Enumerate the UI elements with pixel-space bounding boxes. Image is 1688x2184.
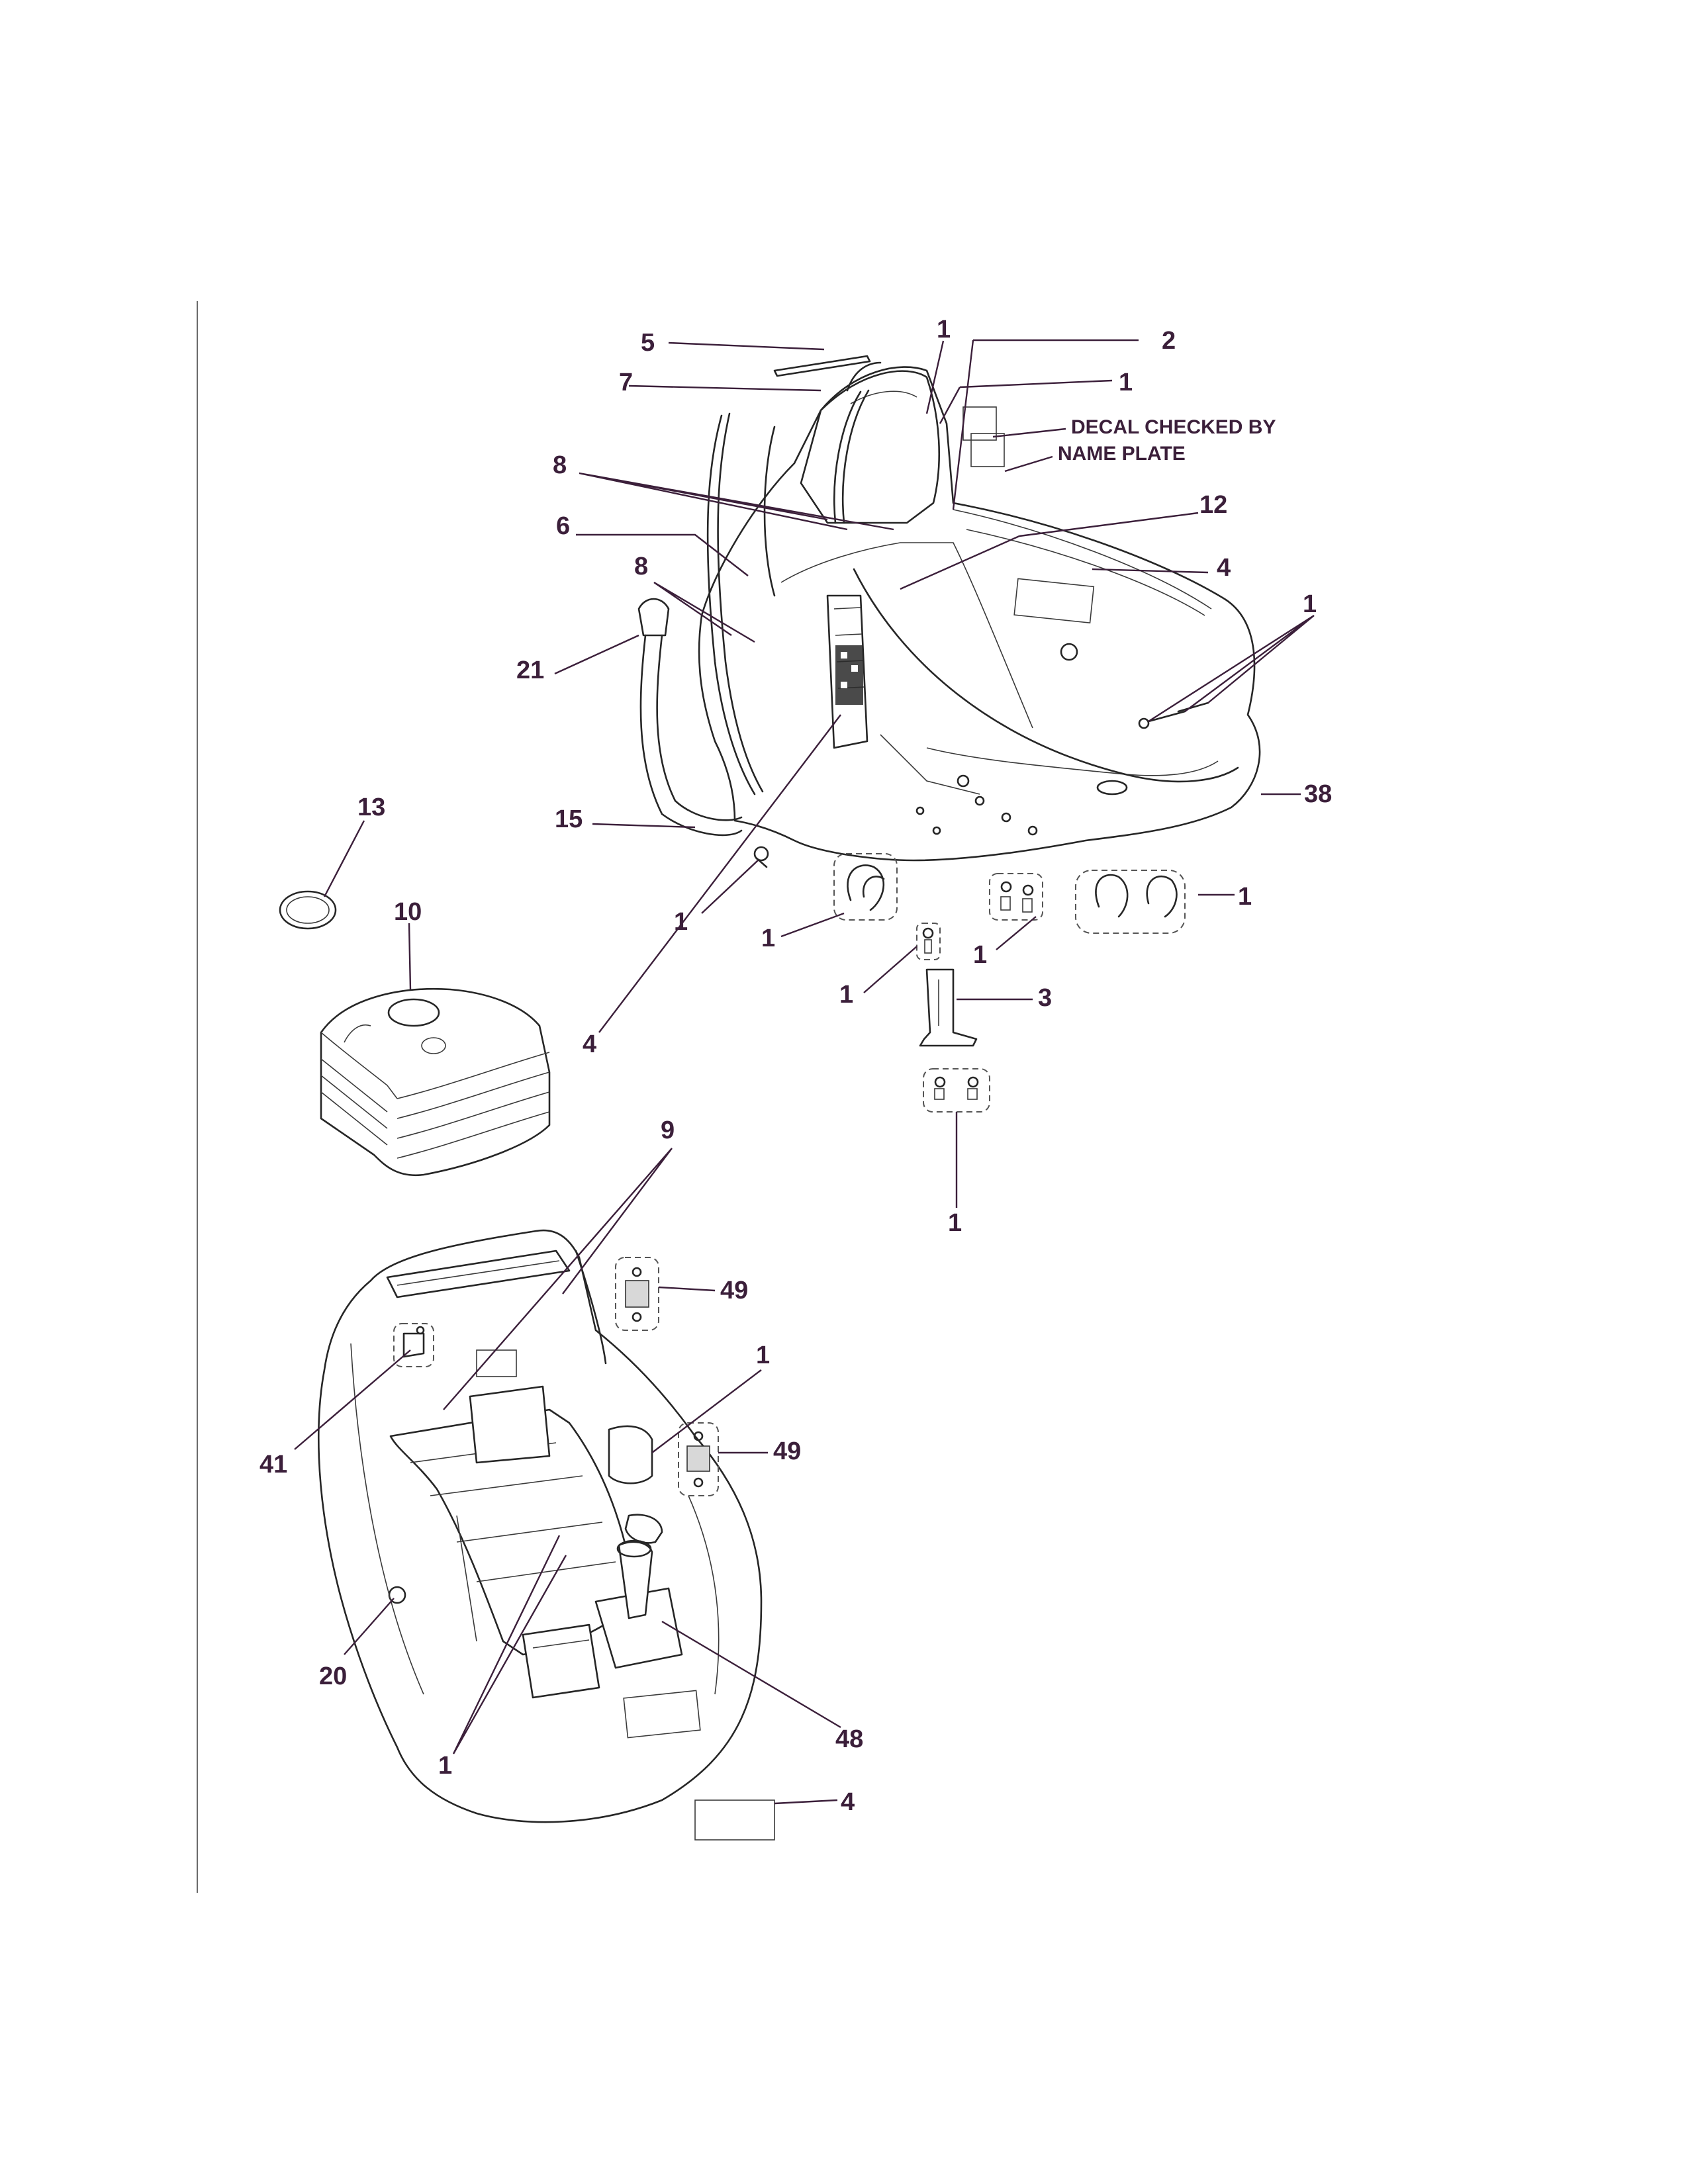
callout-49: 49 [773,1437,801,1465]
callout-9: 9 [661,1116,675,1144]
callout-2: 2 [1162,327,1176,355]
callout-1: 1 [839,981,853,1009]
callout-7: 7 [619,369,633,396]
callout-49: 49 [720,1277,748,1304]
callout-48: 48 [835,1725,863,1753]
note-decal-checked-by: DECAL CHECKED BY [1071,416,1276,438]
callout-38: 38 [1304,780,1332,808]
callout-8: 8 [634,553,648,580]
callout-4: 4 [583,1030,596,1058]
callout-1: 1 [1238,883,1252,911]
callout-15: 15 [555,805,583,833]
callout-12: 12 [1199,491,1227,519]
callout-21: 21 [516,657,544,684]
callout-13: 13 [357,794,385,821]
callout-1: 1 [948,1209,962,1237]
callout-1: 1 [674,908,688,936]
lower-body-housing [317,1229,775,1841]
callout-3: 3 [1038,984,1052,1012]
callout-1: 1 [761,925,775,952]
callout-10: 10 [394,898,422,926]
leader-lines [294,339,1315,1805]
callout-4: 4 [1217,554,1231,582]
callout-labels: 5 1 2 7 1 8 12 6 4 8 1 21 38 13 15 10 1 … [259,316,1332,1816]
gasket-ring [279,890,337,930]
callout-1: 1 [937,316,951,343]
upper-fender-assembly [637,355,1261,1113]
callout-1: 1 [1303,590,1317,618]
callout-1: 1 [438,1752,452,1780]
callout-8: 8 [553,451,567,479]
callout-6: 6 [556,512,570,540]
callout-4: 4 [841,1788,855,1816]
fuel-tank [320,988,551,1177]
callout-1: 1 [756,1342,770,1369]
callout-20: 20 [319,1662,347,1690]
callout-1: 1 [1119,369,1133,396]
callout-41: 41 [259,1451,287,1479]
note-name-plate: NAME PLATE [1058,443,1186,465]
callout-1: 1 [973,941,987,969]
callout-5: 5 [641,329,655,357]
